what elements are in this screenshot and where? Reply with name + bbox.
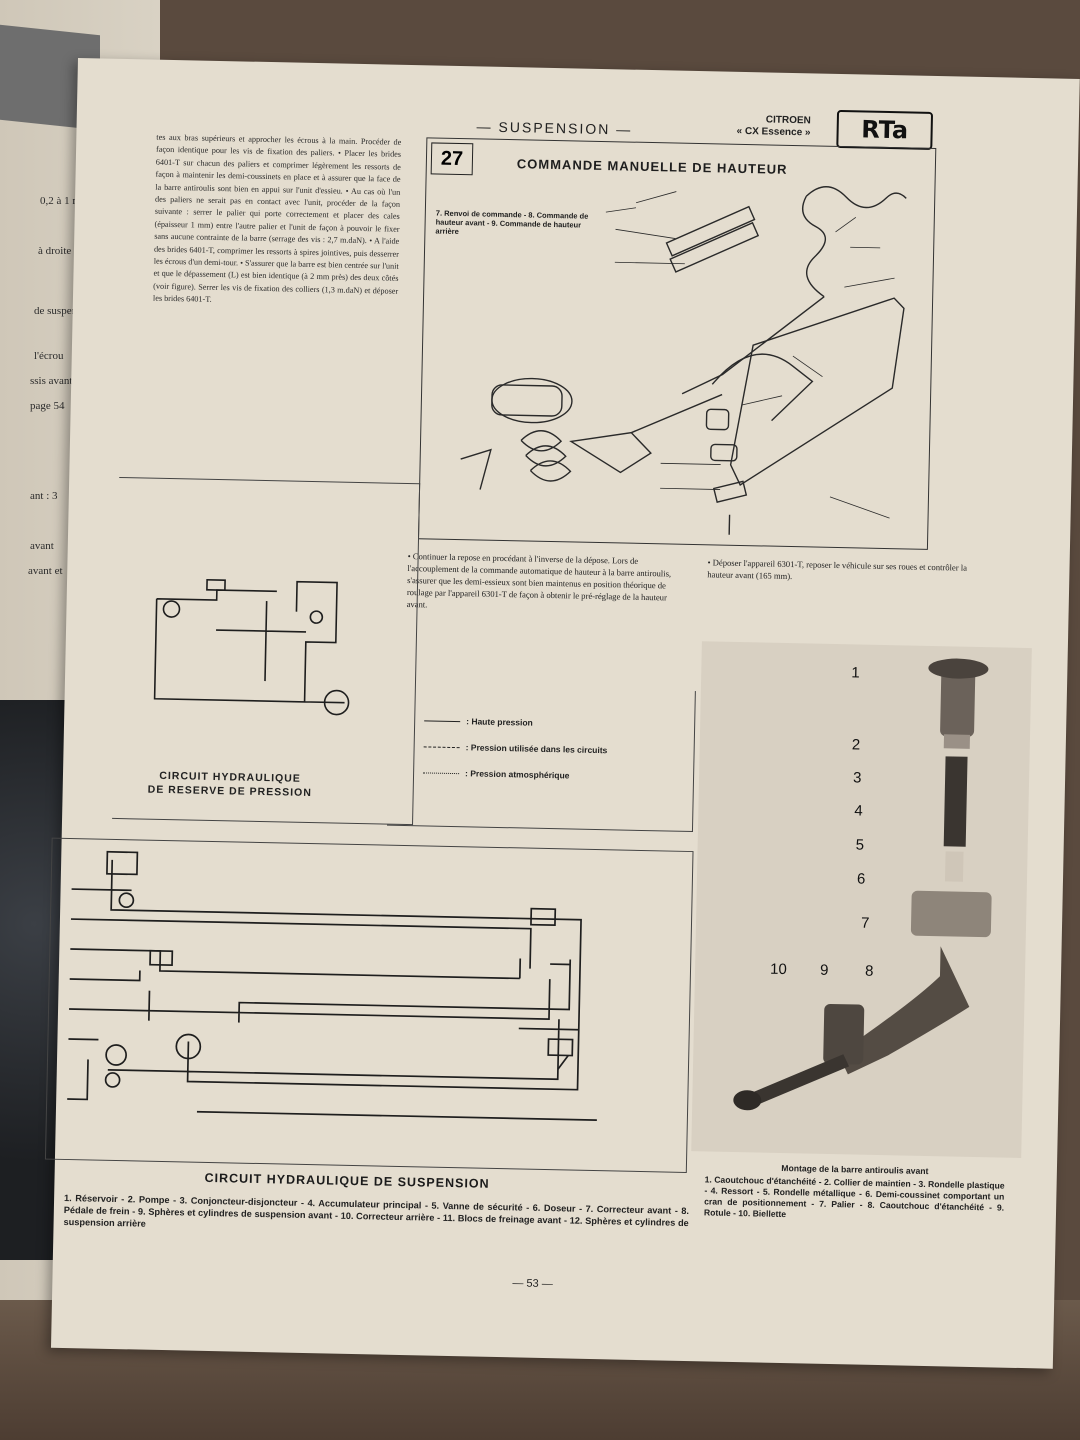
- brand-line-2: « CX Essence »: [736, 125, 811, 139]
- photo-label: 5: [855, 836, 865, 854]
- photo-label: 2: [851, 736, 861, 754]
- check-height-paragraph: • Déposer l'appareil 6301-T, reposer le …: [707, 557, 968, 582]
- reserve-caption-line-2: DE RESERVE DE PRESSION: [147, 783, 312, 800]
- page-number: — 53 —: [512, 1277, 553, 1291]
- photo-label: 7: [860, 914, 870, 932]
- reserve-caption: CIRCUIT HYDRAULIQUE DE RESERVE DE PRESSI…: [148, 769, 313, 800]
- left-fragment: l'écrou: [34, 350, 64, 362]
- suspension-legend: 1. Réservoir - 2. Pompe - 3. Conjoncteur…: [63, 1192, 690, 1229]
- left-fragment: page 54: [30, 400, 65, 412]
- height-control-drawing: [460, 186, 907, 535]
- left-fragment: de suspen-: [34, 305, 81, 317]
- suspension-circuit-diagram: [44, 837, 694, 1173]
- brand-label: CITROEN « CX Essence »: [736, 114, 810, 140]
- rta-logo: RTa: [836, 109, 934, 150]
- section-header: — SUSPENSION —: [476, 118, 633, 138]
- reserve-circuit-diagram: CIRCUIT HYDRAULIQUE DE RESERVE DE PRESSI…: [112, 476, 421, 826]
- reserve-circuit-drawing: [153, 579, 350, 716]
- anti-roll-bar-photo: 1 2 3 4 5 6 7 8 9 10: [691, 641, 1032, 1158]
- left-fragment: avant: [30, 540, 54, 552]
- anti-roll-bar-illustration: [733, 658, 992, 1111]
- photo-caption-text: 1. Caoutchouc d'étanchéité - 2. Collier …: [703, 1174, 1005, 1220]
- photo-label: 3: [852, 769, 862, 787]
- legend-used-pressure: : Pression utilisée dans les circuits: [423, 741, 608, 756]
- photo-caption: Montage de la barre antiroulis avant 1. …: [704, 1161, 1005, 1224]
- photo-label: 9: [819, 961, 829, 979]
- photo-label: 10: [769, 960, 787, 979]
- assembly-paragraph: • Continuer la repose en procédant à l'i…: [406, 551, 672, 610]
- pressure-legend: : Haute pression : Pression utilisée dan…: [423, 715, 608, 797]
- legend-text: : Pression atmosphérique: [465, 768, 570, 781]
- photo-label: 4: [854, 802, 863, 820]
- legend-text: : Pression utilisée dans les circuits: [465, 742, 608, 756]
- left-fragment: avant et: [28, 565, 63, 577]
- left-fragment: ssis avant: [30, 375, 73, 387]
- legend-atmospheric-pressure: : Pression atmosphérique: [423, 767, 607, 781]
- left-fragment: ant : 3: [30, 490, 58, 502]
- photo-label: 6: [856, 870, 866, 888]
- document-page: — SUSPENSION — CITROEN « CX Essence » RT…: [44, 58, 1080, 1369]
- legend-text: : Haute pression: [466, 716, 533, 728]
- left-column-text: tes aux bras supérieurs et approcher les…: [152, 132, 402, 305]
- photo-label: 8: [864, 962, 874, 980]
- suspension-title: CIRCUIT HYDRAULIQUE DE SUSPENSION: [204, 1170, 490, 1191]
- suspension-circuit-drawing: [67, 850, 597, 1121]
- left-fragment: à droite et: [38, 245, 82, 257]
- figure-27: 27 COMMANDE MANUELLE DE HAUTEUR 7. Renvo…: [417, 137, 937, 550]
- photo-label: 1: [851, 664, 860, 682]
